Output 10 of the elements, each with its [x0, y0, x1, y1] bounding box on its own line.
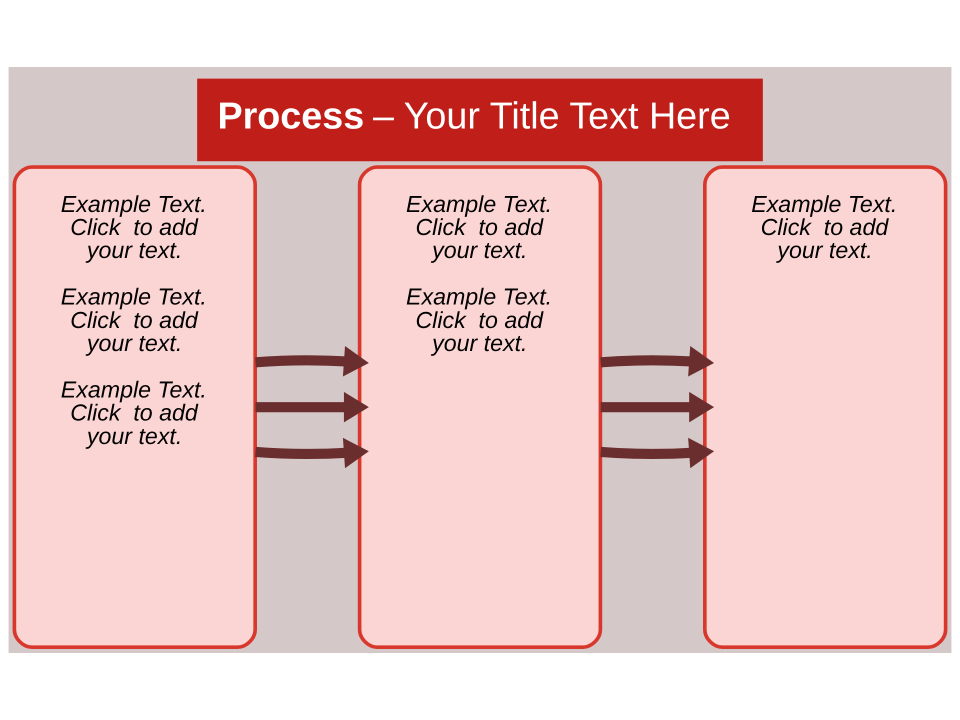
arrow: [600, 346, 714, 376]
node-box: Example Text. Click to add your text. Example Text. Click to add your text. Example Text. Click to add your text.: [12, 165, 257, 650]
arrow: [255, 346, 369, 376]
arrow: [600, 392, 714, 422]
node-box: Example Text. Click to add your text. Example Text. Click to add your text.: [358, 165, 602, 650]
arrow: [255, 438, 369, 468]
node-box: Example Text. Click to add your text.: [703, 165, 948, 650]
diagram-title: Process – Your Title Text Here: [217, 94, 731, 136]
arrow: [600, 438, 714, 468]
arrow: [255, 392, 369, 422]
